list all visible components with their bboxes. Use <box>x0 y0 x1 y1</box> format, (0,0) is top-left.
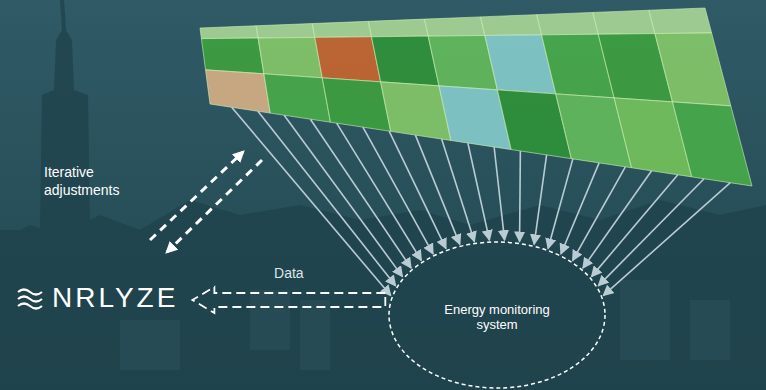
model-cell <box>201 38 263 74</box>
logo-text: NRLYZE <box>52 282 178 314</box>
hollow-dashed-arrow <box>192 287 385 313</box>
sensor-arrow <box>415 135 459 244</box>
model-cell <box>655 33 731 106</box>
city-windows <box>120 280 730 370</box>
model-cell <box>315 37 381 82</box>
building-model <box>200 8 752 186</box>
sensor-arrow <box>598 179 704 286</box>
model-cell <box>371 36 439 86</box>
model-cell <box>256 24 315 38</box>
sensor-arrow <box>363 127 433 254</box>
node-label: Energy monitoring system <box>427 302 567 332</box>
model-cell <box>424 17 484 36</box>
sensor-arrow <box>310 119 411 268</box>
sensor-arrow <box>519 151 521 242</box>
sensor-arrow <box>583 171 652 268</box>
model-cell <box>200 26 258 39</box>
logo-node: NRLYZE <box>10 278 184 318</box>
sensor-arrow <box>258 111 396 286</box>
dashed-arrow <box>150 152 243 240</box>
model-cell <box>481 15 542 36</box>
wave-icon <box>16 288 46 312</box>
sensor-arrow <box>468 143 490 240</box>
wave-line <box>18 304 42 309</box>
sensor-arrow <box>603 183 730 296</box>
model-cell <box>537 12 599 34</box>
model-cell <box>322 78 390 132</box>
sensor-arrow <box>442 139 475 242</box>
model-cell <box>593 10 655 34</box>
wave-line <box>18 297 42 302</box>
model-cell <box>206 70 271 113</box>
iterative-arrows <box>150 152 262 252</box>
model-cell <box>312 21 371 37</box>
sensor-arrow <box>591 175 677 277</box>
sensor-arrow <box>534 155 546 244</box>
annotation-label: Iterative adjustments <box>44 164 144 199</box>
edge-label: Data <box>274 265 304 281</box>
sensor-arrows <box>232 107 731 295</box>
sensor-arrow <box>337 123 422 260</box>
model-cell <box>264 74 331 122</box>
model-cell <box>649 8 712 34</box>
wave-line <box>18 290 42 295</box>
sensor-arrow <box>494 147 504 240</box>
dashed-arrow <box>167 160 262 252</box>
sensor-arrow <box>561 163 599 254</box>
ellipse-outline <box>389 242 605 388</box>
model-cell <box>672 102 752 186</box>
monitoring-circle: Energy monitoring system <box>387 240 607 390</box>
model-cell <box>258 37 322 77</box>
sensor-arrow <box>284 115 402 276</box>
model-cell <box>368 19 428 37</box>
